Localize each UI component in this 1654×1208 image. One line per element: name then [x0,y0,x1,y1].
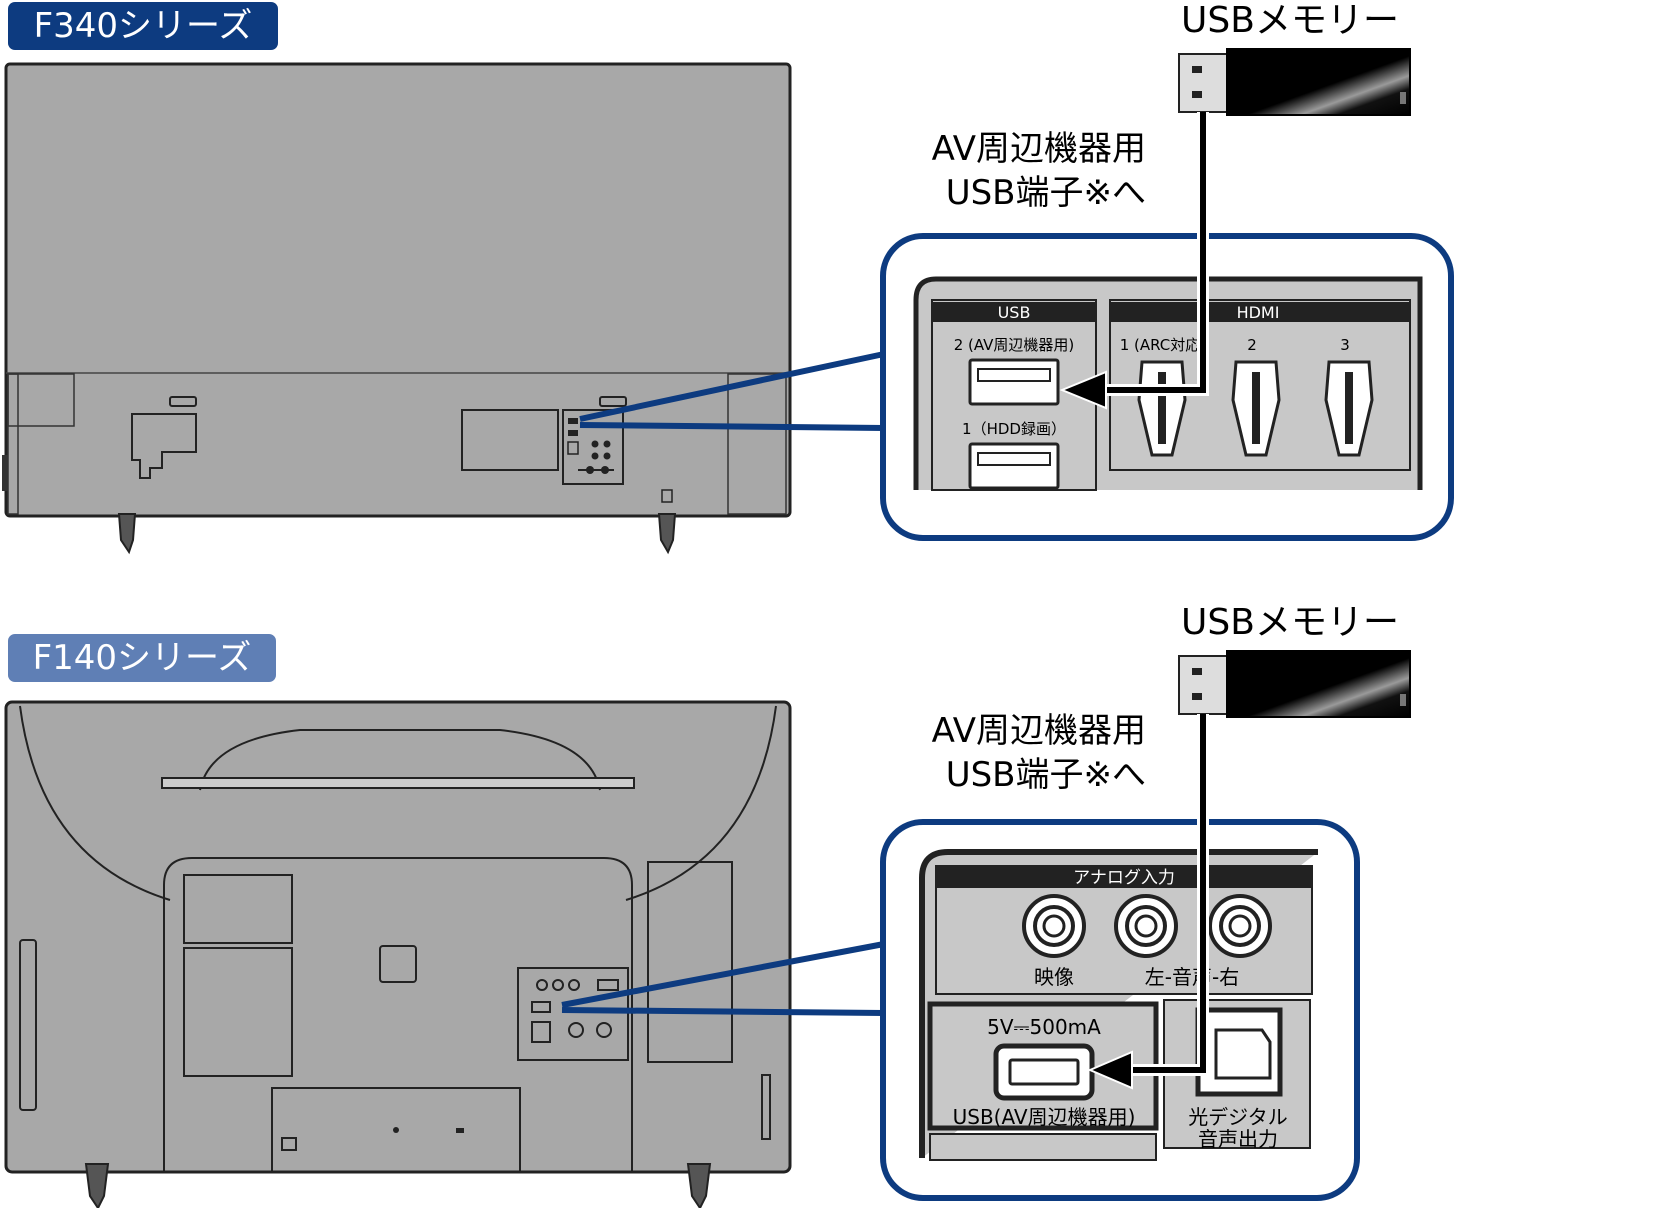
hdmi-header-label: HDMI [1237,303,1280,322]
top-badge-bg [8,2,278,50]
top-usb-memory-label: USBメモリー [1181,0,1399,41]
usb-rating-label: 5V⎓500mA [987,1015,1101,1039]
usb-memory-icon [1178,650,1411,718]
usb-port-icon [993,1043,1095,1101]
top-callout-lines [579,351,885,431]
hdmi-port-icon [1324,360,1374,457]
bottom-series-badge: F140シリーズ [8,634,276,682]
usb-memory-icon [1178,48,1411,116]
top-callout-line2: USB端子※へ [946,173,1146,213]
bottom-callout-lines [561,941,885,1016]
usb-port-icon [968,358,1060,406]
rca-jack-icon [1114,894,1178,958]
audio-label: 左-音声-右 [1145,965,1239,989]
optical-line1: 光デジタル [1188,1105,1288,1129]
bottom-usb-memory-label: USBメモリー [1181,602,1399,643]
usb-ae-label: USB(AV周辺機器用) [953,1105,1136,1129]
top-badge-text: F340シリーズ [34,6,253,46]
analog-header-label: アナログ入力 [1073,868,1175,888]
bottom-tv-back [4,700,792,1208]
bottom-section: F140シリーズ [4,602,1411,1208]
usb-port1-label: 1（HDD録画） [962,420,1066,438]
bottom-badge-bg [8,634,276,682]
hdmi-port-icon [1231,360,1281,457]
bottom-callout-line1: AV周辺機器用 [932,711,1146,751]
top-tv-back [2,62,792,555]
hdmi-2-label: 2 [1247,336,1257,354]
bottom-callout-line2: USB端子※へ [946,755,1146,795]
rca-jack-icon [1208,894,1272,958]
bottom-badge-text: F140シリーズ [33,638,252,678]
usb-port-icon [968,442,1060,490]
rca-jack-icon [1022,894,1086,958]
top-callout-line1: AV周辺機器用 [932,129,1146,169]
top-port-panel: USB 2 (AV周辺機器用) 1（HDD録画） HDMI 1 (ARC対応 2… [913,276,1423,491]
arrow-icon [1087,714,1209,1090]
optical-port-icon [1195,1007,1283,1097]
hdmi-3-label: 3 [1340,336,1350,354]
bottom-port-panel: アナログ入力 映像 左-音声-右 5V⎓500mA [919,849,1318,1161]
usb-header-label: USB [998,303,1031,322]
top-section: F340シリーズ [2,0,1454,555]
arrow-icon [1059,112,1209,410]
usb-port2-label: 2 (AV周辺機器用) [954,336,1075,354]
top-series-badge: F340シリーズ [8,2,278,50]
hdmi-1-label: 1 (ARC対応 [1120,336,1201,354]
optical-line2: 音声出力 [1198,1127,1278,1151]
video-label: 映像 [1034,965,1074,989]
